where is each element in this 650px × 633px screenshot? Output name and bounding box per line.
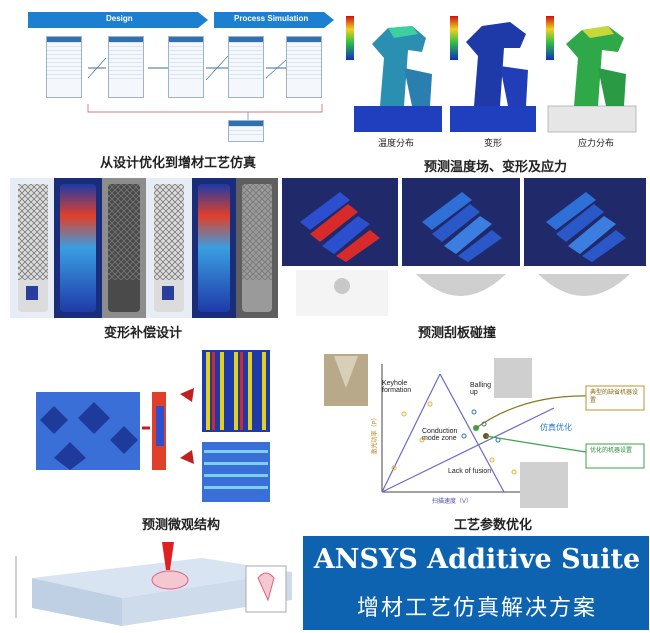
workflow-node bbox=[168, 36, 204, 98]
workflow-node bbox=[228, 120, 264, 142]
process-map-caption: 工艺参数优化 bbox=[454, 518, 533, 533]
process-map-plot bbox=[324, 354, 645, 508]
workflow-node bbox=[228, 36, 264, 98]
workflow-node bbox=[46, 36, 82, 98]
recoater-renders bbox=[282, 178, 646, 316]
cylinder-renders bbox=[10, 178, 278, 318]
product-banner: ANSYS Additive Suite 增材工艺仿真解决方案 bbox=[303, 536, 649, 630]
process-arrow-label: Process Simulation bbox=[234, 14, 309, 23]
meltpool-schematic bbox=[2, 538, 298, 630]
conduction-label: Conduction mode zone bbox=[422, 428, 458, 442]
result-label-deformation: 变形 bbox=[484, 138, 503, 148]
compensation-caption: 变形补偿设计 bbox=[104, 326, 183, 341]
microstructure-panel bbox=[34, 346, 272, 510]
x-axis-label: 扫描速度（V） bbox=[432, 499, 473, 505]
workflow-node bbox=[108, 36, 144, 98]
callout-typical: 典型的缺省机器设置 bbox=[590, 389, 639, 404]
recoater-models bbox=[282, 178, 646, 318]
meltpool-drawing bbox=[2, 538, 298, 630]
compensation-models bbox=[10, 178, 278, 318]
lack-of-fusion-label: Lack of fusion bbox=[448, 468, 492, 475]
recoater-caption: 预测刮板碰撞 bbox=[418, 326, 497, 341]
result-label-stress: 应力分布 bbox=[578, 138, 615, 148]
callout-optimized: 优化的机器设置 bbox=[590, 447, 633, 454]
result-models bbox=[346, 16, 637, 133]
y-axis-label: 激光功率（P） bbox=[372, 414, 379, 455]
callout-optimization: 仿真优化 bbox=[540, 423, 572, 432]
workflow-node bbox=[286, 36, 322, 98]
process-map: Keyhole formation Balling up Conduction … bbox=[324, 344, 646, 512]
keyhole-label: Keyhole formation bbox=[382, 380, 412, 394]
thermal-caption: 预测温度场、变形及应力 bbox=[424, 160, 568, 175]
workflow-caption: 从设计优化到增材工艺仿真 bbox=[100, 156, 257, 171]
workflow-arrows bbox=[28, 12, 334, 120]
workflow-diagram: Design Process Simulation bbox=[28, 8, 340, 148]
banner-title: ANSYS Additive Suite bbox=[313, 544, 641, 575]
thermal-results: 温度分布 变形 应力分布 bbox=[342, 8, 644, 158]
balling-label: Balling up bbox=[470, 382, 492, 396]
microstructure-renders bbox=[36, 350, 270, 502]
microstructure-caption: 预测微观结构 bbox=[142, 518, 221, 533]
banner-subtitle: 增材工艺仿真解决方案 bbox=[356, 596, 597, 621]
design-arrow-label: Design bbox=[106, 14, 133, 23]
result-label-temperature: 温度分布 bbox=[378, 138, 415, 148]
